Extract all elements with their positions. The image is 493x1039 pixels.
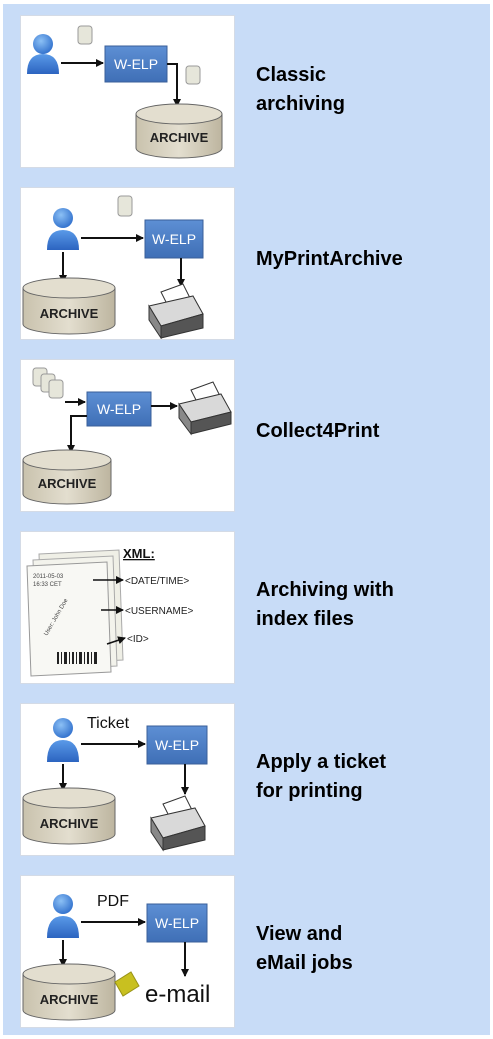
welp-box: W-ELP xyxy=(86,391,152,427)
row-classic-archiving: W-ELP ARCHIVE Classic archiving xyxy=(3,8,490,167)
svg-text:W-ELP: W-ELP xyxy=(155,915,199,931)
welp-box: W-ELP xyxy=(146,725,208,765)
welp-box: W-ELP xyxy=(146,903,208,943)
svg-text:W-ELP: W-ELP xyxy=(97,401,141,417)
arrow-id xyxy=(106,636,126,645)
xml-field-datetime: <DATE/TIME> xyxy=(125,576,189,587)
printer-icon xyxy=(178,381,232,436)
svg-text:W-ELP: W-ELP xyxy=(155,737,199,753)
ticket-label: Ticket xyxy=(87,715,130,732)
row-collect4print: W-ELP ARCHIVE Collect4Print xyxy=(3,352,490,511)
user-icon xyxy=(27,34,59,74)
row-myprintarchive: W-ELP ARCHIVE MyPrintArchive xyxy=(3,180,490,339)
diagram-ticket-printing: Ticket W-ELP ARCHIVE xyxy=(21,704,234,855)
printer-icon xyxy=(150,795,206,852)
archive-icon: ARCHIVE xyxy=(22,449,112,505)
document-stack-icon: 2011-05-03 16:33 CET User: John Doe xyxy=(26,549,124,677)
label-ticket-printing: Apply a ticket for printing xyxy=(256,751,387,802)
xml-title: XML: xyxy=(123,546,155,561)
archive-icon: ARCHIVE xyxy=(135,103,223,159)
diagram-myprintarchive: W-ELP ARCHIVE xyxy=(21,188,234,339)
pdf-label: PDF xyxy=(97,893,129,910)
user-icon xyxy=(47,718,79,762)
printer-icon xyxy=(148,283,204,339)
arrow-welp-to-archive xyxy=(167,63,181,107)
documents-icon xyxy=(32,367,64,399)
svg-text:2011-05-03: 2011-05-03 xyxy=(33,574,64,580)
barcode-icon xyxy=(57,652,97,664)
archive-icon: ARCHIVE xyxy=(22,277,116,335)
svg-text:ARCHIVE: ARCHIVE xyxy=(40,992,99,1007)
label-view-email: View and eMail jobs xyxy=(256,923,353,974)
document-icon xyxy=(117,195,133,217)
label-collect4print: Collect4Print xyxy=(256,420,380,442)
welp-box: W-ELP xyxy=(144,219,204,259)
document-icon xyxy=(185,65,201,85)
user-icon xyxy=(47,208,79,250)
xml-field-username: <USERNAME> xyxy=(125,606,194,617)
archive-icon: ARCHIVE xyxy=(22,963,116,1021)
svg-text:ARCHIVE: ARCHIVE xyxy=(38,476,97,491)
xml-field-id: <ID> xyxy=(127,634,149,645)
svg-text:ARCHIVE: ARCHIVE xyxy=(40,306,99,321)
diagram-classic-archiving: W-ELP ARCHIVE xyxy=(21,16,234,167)
diagram-view-email: PDF W-ELP ARCHIVE e-mail xyxy=(21,876,234,1027)
archive-icon: ARCHIVE xyxy=(22,787,116,845)
svg-text:W-ELP: W-ELP xyxy=(152,231,196,247)
document-icon xyxy=(77,25,93,45)
welp-box: W-ELP xyxy=(104,45,168,83)
row-index-files: 2011-05-03 16:33 CET User: John Doe xyxy=(3,524,490,683)
email-label: e-mail xyxy=(145,981,210,1008)
diagram-index-files: 2011-05-03 16:33 CET User: John Doe xyxy=(21,532,234,683)
arrow-welp-to-archive xyxy=(67,415,87,453)
row-view-email: PDF W-ELP ARCHIVE e-mail xyxy=(3,868,490,1027)
diagram-collect4print: W-ELP ARCHIVE xyxy=(21,360,234,511)
svg-text:W-ELP: W-ELP xyxy=(114,56,158,72)
label-index-files: Archiving with index files xyxy=(256,579,394,630)
row-ticket-printing: Ticket W-ELP ARCHIVE xyxy=(3,696,490,855)
svg-text:16:33 CET: 16:33 CET xyxy=(33,582,62,588)
user-icon xyxy=(47,894,79,938)
svg-text:ARCHIVE: ARCHIVE xyxy=(40,816,99,831)
label-myprintarchive: MyPrintArchive xyxy=(256,248,403,270)
label-classic-archiving: Classic archiving xyxy=(256,64,345,115)
svg-text:ARCHIVE: ARCHIVE xyxy=(150,130,209,145)
workflow-panel: W-ELP ARCHIVE Classic archiving xyxy=(3,4,490,1035)
envelope-icon xyxy=(114,971,140,997)
